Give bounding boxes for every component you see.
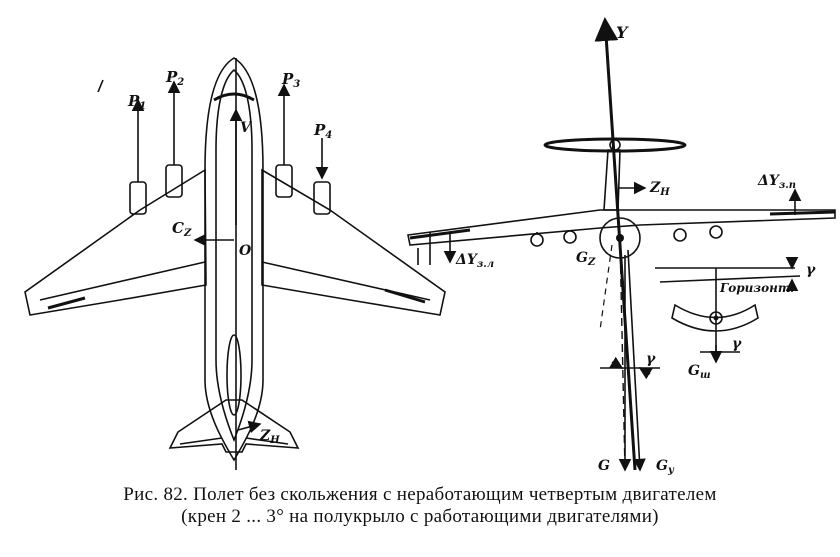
horizon-inset: γ Горизонт γ Gш [655, 256, 816, 381]
front-view-aircraft: Y ZH ΔYз.п ΔYз.л GZ γ G Gy [407, 17, 836, 476]
label-p2: P2 [165, 68, 184, 88]
label-gamma-front: γ [646, 351, 656, 367]
label-gsh: Gш [688, 363, 711, 381]
label-gz: GZ [576, 250, 596, 268]
label-p4: P4 [313, 121, 332, 141]
label-cz: CZ [172, 219, 192, 239]
label-p3: P3 [281, 70, 300, 90]
engine-3 [275, 164, 293, 198]
figure-caption: Рис. 82. Полет без скольжения с неработа… [0, 484, 840, 528]
inclinometer-tube [671, 303, 759, 332]
label-v: V [240, 120, 253, 136]
label-p1: P1 [127, 92, 146, 112]
caption-line-2: (крен 2 ... 3° на полукрыло с работающим… [181, 506, 659, 527]
zn-tail-arrow [237, 420, 262, 434]
horizontal-tail [168, 399, 300, 453]
propeller [543, 137, 687, 153]
right-wing [261, 168, 446, 316]
label-gamma-inset-top: γ [806, 262, 816, 278]
label-zn-tail: ZH [259, 428, 280, 446]
label-y: Y [616, 23, 629, 42]
label-dy-right: ΔYз.п [757, 173, 796, 191]
label-gy: Gy [656, 458, 675, 476]
engine-4 [313, 181, 331, 215]
label-gamma-inset-bottom: γ [732, 336, 742, 352]
front-wing [407, 209, 836, 246]
left-wing [24, 168, 207, 316]
engine-1 [129, 181, 147, 215]
label-o: O [239, 243, 252, 259]
fuselage-cross-section [599, 217, 641, 259]
label-g: G [598, 458, 610, 474]
top-view-aircraft: P1 P2 P3 P4 V CZ O ZH [24, 57, 446, 470]
caption-line-1: Рис. 82. Полет без скольжения с неработа… [123, 484, 717, 505]
label-zn-front: ZH [649, 180, 670, 198]
label-horizon: Горизонт [719, 281, 791, 295]
fuselage [204, 57, 264, 462]
label-dy-left: ΔYз.л [455, 252, 494, 270]
